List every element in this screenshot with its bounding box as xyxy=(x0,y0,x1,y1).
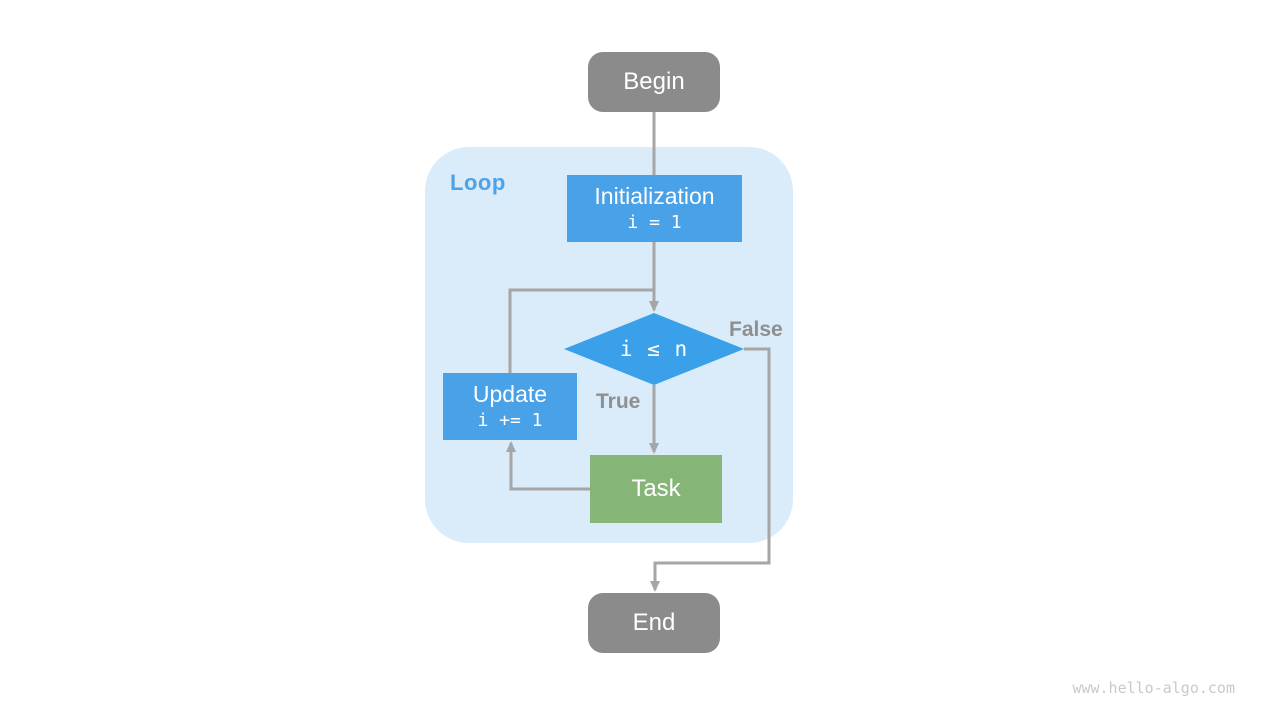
node-begin: Begin xyxy=(588,52,720,112)
node-task: Task xyxy=(590,455,722,523)
condition-label: i ≤ n xyxy=(619,336,689,361)
task-label: Task xyxy=(631,475,681,503)
initialization-code: i = 1 xyxy=(627,212,682,234)
node-initialization: Initialization i = 1 xyxy=(567,175,742,242)
loop-label: Loop xyxy=(450,170,506,195)
node-end: End xyxy=(588,593,720,653)
watermark: www.hello-algo.com xyxy=(1072,679,1235,697)
update-code: i += 1 xyxy=(477,410,543,432)
true-branch-label: True xyxy=(596,390,641,413)
update-label: Update xyxy=(472,380,548,407)
begin-label: Begin xyxy=(623,68,685,96)
false-branch-label: False xyxy=(729,318,783,341)
node-update: Update i += 1 xyxy=(443,373,577,440)
end-label: End xyxy=(632,609,676,637)
initialization-label: Initialization xyxy=(594,182,715,209)
